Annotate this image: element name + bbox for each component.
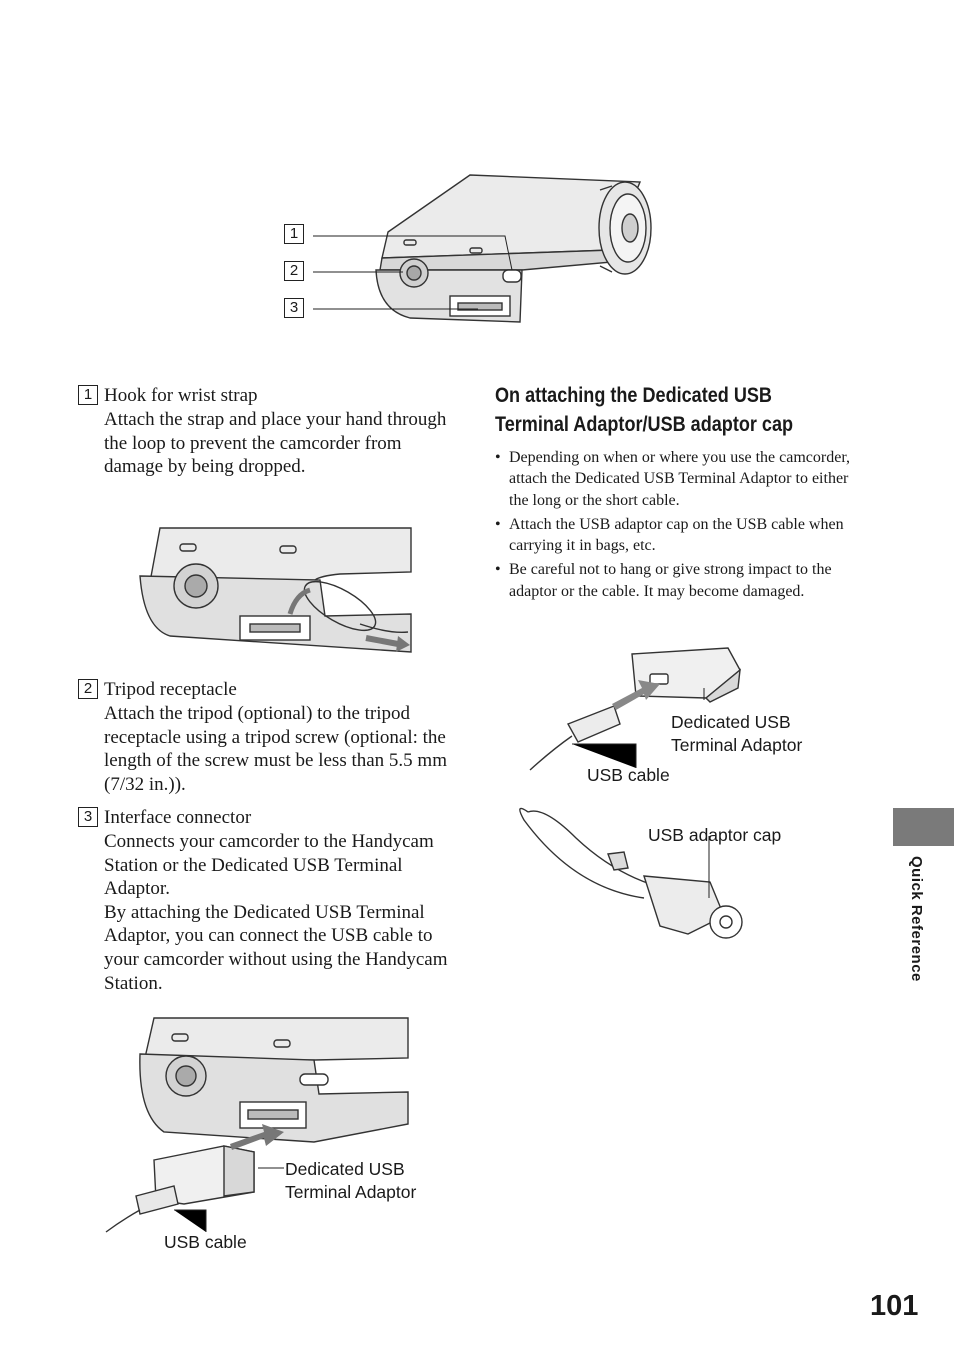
camcorder-drawing — [313, 174, 652, 323]
label-usb-adaptor-cap: USB adaptor cap — [648, 825, 782, 845]
callout-number-3: 3 — [284, 298, 304, 318]
adaptor-cap-illustration — [519, 807, 743, 939]
wrist-strap-illustration — [139, 527, 412, 653]
item-number-2: 2 — [78, 679, 98, 699]
section-bullet-list: •Depending on when or where you use the … — [495, 447, 867, 605]
label-usb-cable-bottom: USB cable — [164, 1232, 247, 1252]
adaptor-connection-illustration — [105, 1017, 409, 1233]
item-body-tripod-receptacle: Attach the tripod (optional) to the trip… — [104, 703, 447, 795]
adaptor-cable-illustration — [529, 647, 741, 771]
side-tab-marker — [893, 808, 954, 846]
bullet-item: •Be careful not to hang or give strong i… — [495, 561, 832, 600]
bullet-item: •Depending on when or where you use the … — [495, 449, 851, 509]
side-tab-label: Quick Reference — [908, 856, 925, 982]
item-number-1: 1 — [78, 385, 98, 405]
item-number-3: 3 — [78, 807, 98, 827]
label-usb-cable-right: USB cable — [587, 765, 670, 785]
section-heading: On attaching the Dedicated USB Terminal … — [495, 384, 794, 436]
label-dedicated-usb-terminal-adaptor-bottom: Dedicated USB Terminal Adaptor — [285, 1159, 417, 1202]
page-number: 101 — [870, 1290, 919, 1322]
callout-number-2: 2 — [284, 261, 304, 281]
callout-number-1: 1 — [284, 224, 304, 244]
item-title-tripod-receptacle: Tripod receptacle — [104, 679, 237, 700]
item-body-hook-for-wrist-strap: Attach the strap and place your hand thr… — [104, 409, 447, 478]
item-title-interface-connector: Interface connector — [104, 807, 252, 828]
item-title-hook-for-wrist-strap: Hook for wrist strap — [104, 385, 258, 406]
item-body-interface-connector: Connects your camcorder to the Handycam … — [104, 831, 448, 994]
label-dedicated-usb-terminal-adaptor-right: Dedicated USB Terminal Adaptor — [671, 712, 803, 755]
bullet-item: •Attach the USB adaptor cap on the USB c… — [495, 515, 844, 555]
